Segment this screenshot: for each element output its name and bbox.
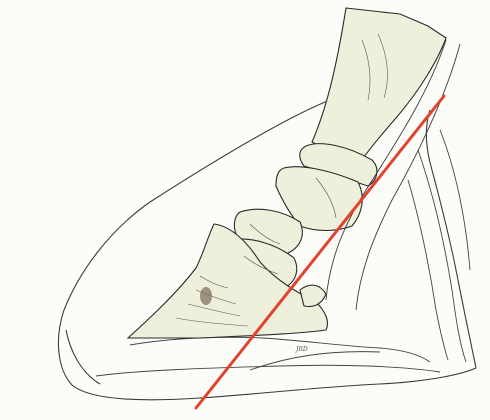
artist-signature: JRD (294, 346, 308, 353)
bone-mark (200, 287, 212, 305)
